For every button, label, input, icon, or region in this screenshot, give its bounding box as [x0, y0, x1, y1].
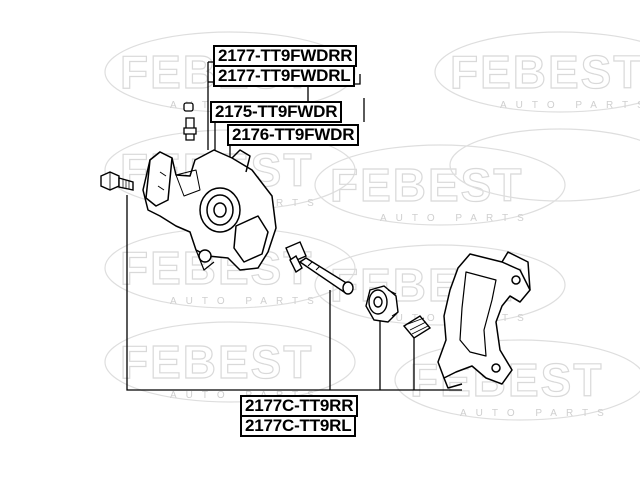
label-support-rl: 2177C-TT9RL — [240, 415, 357, 437]
guide-pin-part — [285, 241, 354, 295]
caliper-mount-ear — [145, 151, 173, 207]
watermark-logo: FEBEST AUTO PARTS — [434, 31, 640, 113]
svg-text:AUTO PARTS: AUTO PARTS — [460, 408, 613, 419]
svg-text:AUTO PARTS: AUTO PARTS — [170, 296, 323, 307]
svg-text:AUTO PARTS: AUTO PARTS — [380, 213, 533, 224]
dust-boot-part — [365, 285, 399, 323]
guide-pin-boot — [285, 241, 307, 263]
label-caliper-rr: 2177-TT9FWDRR — [213, 45, 358, 67]
watermark-logo — [449, 128, 640, 202]
sleeve-body — [402, 315, 432, 339]
svg-text:FEBEST: FEBEST — [450, 46, 640, 98]
support-outline — [437, 253, 531, 385]
svg-text:FEBEST: FEBEST — [120, 336, 313, 388]
watermark-logo: FEBEST AUTO PARTS — [314, 144, 566, 226]
label-support-rr: 2177C-TT9RR — [240, 395, 359, 417]
bleeder-cap — [183, 102, 194, 112]
sleeve-bushing-part — [402, 315, 432, 339]
bleeder-part — [183, 102, 197, 141]
label-piston: 2176-TT9FWDR — [227, 124, 360, 146]
label-repair-kit: 2175-TT9FWDR — [210, 101, 343, 123]
support-window — [459, 271, 497, 357]
label-caliper-rl: 2177-TT9FWDRL — [213, 65, 356, 87]
caliper-lower-lug — [233, 215, 269, 263]
svg-text:FEBEST: FEBEST — [330, 159, 523, 211]
caliper-support-part — [437, 251, 531, 389]
svg-text:AUTO PARTS: AUTO PARTS — [500, 100, 640, 111]
watermark-logo: FEBEST AUTO PARTS — [394, 339, 640, 421]
leader-bolt — [126, 195, 462, 391]
caliper-body — [142, 149, 277, 271]
bolt-part — [100, 171, 134, 191]
